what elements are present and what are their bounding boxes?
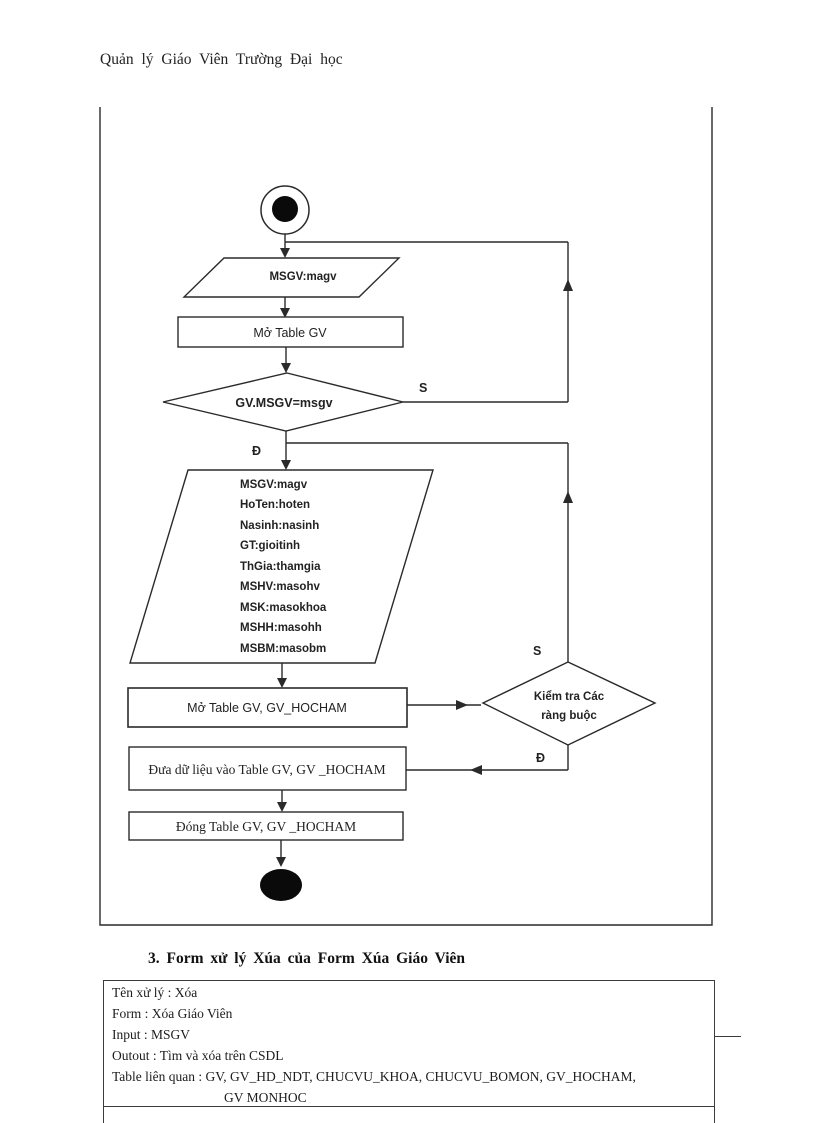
table-row: Form : Xóa Giáo Viên bbox=[112, 1005, 233, 1021]
table-row: GV MONHOC bbox=[224, 1089, 307, 1105]
table-row-divider bbox=[104, 1106, 714, 1107]
data-field: ThGia:thamgia bbox=[240, 561, 321, 573]
process-close-table-label: Đóng Table GV, GV _HOCHAM bbox=[176, 819, 356, 834]
table-row: Outout : Tìm và xóa trên CSDL bbox=[112, 1047, 284, 1063]
decision2-yes-label: S bbox=[533, 644, 541, 658]
arrowhead-up-icon bbox=[563, 491, 573, 503]
decision-check-constraints-label1: Kiểm tra Các bbox=[534, 691, 605, 703]
arrowhead-down-icon bbox=[280, 308, 290, 318]
section-heading: 3. Form xử lý Xúa của Form Xúa Giáo Viên bbox=[148, 950, 466, 967]
arrowhead-up-icon bbox=[563, 279, 573, 291]
input-parallelogram-label: MSGV:magv bbox=[269, 271, 337, 283]
process-open-table-gv-hocham-label: Mở Table GV, GV_HOCHAM bbox=[187, 701, 347, 715]
arrowhead-left-icon bbox=[470, 765, 482, 775]
decision1-yes-label: S bbox=[419, 381, 427, 395]
process-open-table-gv bbox=[177, 316, 404, 348]
data-field: Nasinh:nasinh bbox=[240, 520, 319, 532]
arrowhead-down-icon bbox=[281, 460, 291, 470]
data-field: HoTen:hoten bbox=[240, 499, 310, 511]
process-insert-data bbox=[128, 746, 407, 791]
data-field: MSK:masokhoa bbox=[240, 602, 327, 614]
page-header-title: Quản lý Giáo Viên Trường Đại học bbox=[100, 51, 343, 68]
end-node bbox=[260, 869, 302, 901]
input-parallelogram bbox=[182, 257, 401, 298]
table-outer-tick-line bbox=[715, 1036, 741, 1037]
flowchart-border-box bbox=[99, 107, 713, 926]
decision2-no-label: Đ bbox=[536, 751, 545, 765]
decision1-no-label: Đ bbox=[252, 444, 261, 458]
start-node-dot bbox=[272, 196, 298, 222]
data-field: MSGV:magv bbox=[240, 479, 308, 491]
arrowhead-down-icon bbox=[280, 248, 290, 258]
table-row: Tên xử lý : Xóa bbox=[112, 985, 198, 1000]
process-open-table-gv-hocham bbox=[127, 687, 408, 728]
data-field: MSHV:masohv bbox=[240, 581, 320, 593]
decision-check-constraints-label2: ràng buộc bbox=[541, 710, 597, 722]
decision-find-msgv-label: GV.MSGV=msgv bbox=[235, 396, 332, 410]
process-spec-table: Tên xử lý : Xóa Form : Xóa Giáo Viên Inp… bbox=[103, 980, 715, 1123]
process-insert-data-label: Đưa dữ liệu vào Table GV, GV _HOCHAM bbox=[148, 762, 385, 777]
arrowhead-down-icon bbox=[277, 678, 287, 688]
process-open-table-gv-label: Mở Table GV bbox=[253, 326, 327, 340]
data-field: MSHH:masohh bbox=[240, 622, 322, 634]
arrowhead-down-icon bbox=[276, 857, 286, 867]
process-close-table bbox=[128, 811, 404, 841]
data-field: MSBM:masobm bbox=[240, 643, 326, 655]
table-row: Input : MSGV bbox=[112, 1026, 191, 1042]
table-row: Table liên quan : GV, GV_HD_NDT, CHUCVU_… bbox=[112, 1068, 636, 1084]
arrowhead-right-icon bbox=[456, 700, 468, 710]
decision-check-constraints bbox=[481, 661, 657, 746]
data-field: GT:gioitinh bbox=[240, 540, 300, 552]
arrowhead-down-icon bbox=[277, 802, 287, 812]
arrowhead-down-icon bbox=[281, 363, 291, 373]
process-spec-rows: Tên xử lý : Xóa Form : Xóa Giáo Viên Inp… bbox=[104, 981, 714, 1108]
data-fields-parallelogram bbox=[129, 469, 434, 664]
